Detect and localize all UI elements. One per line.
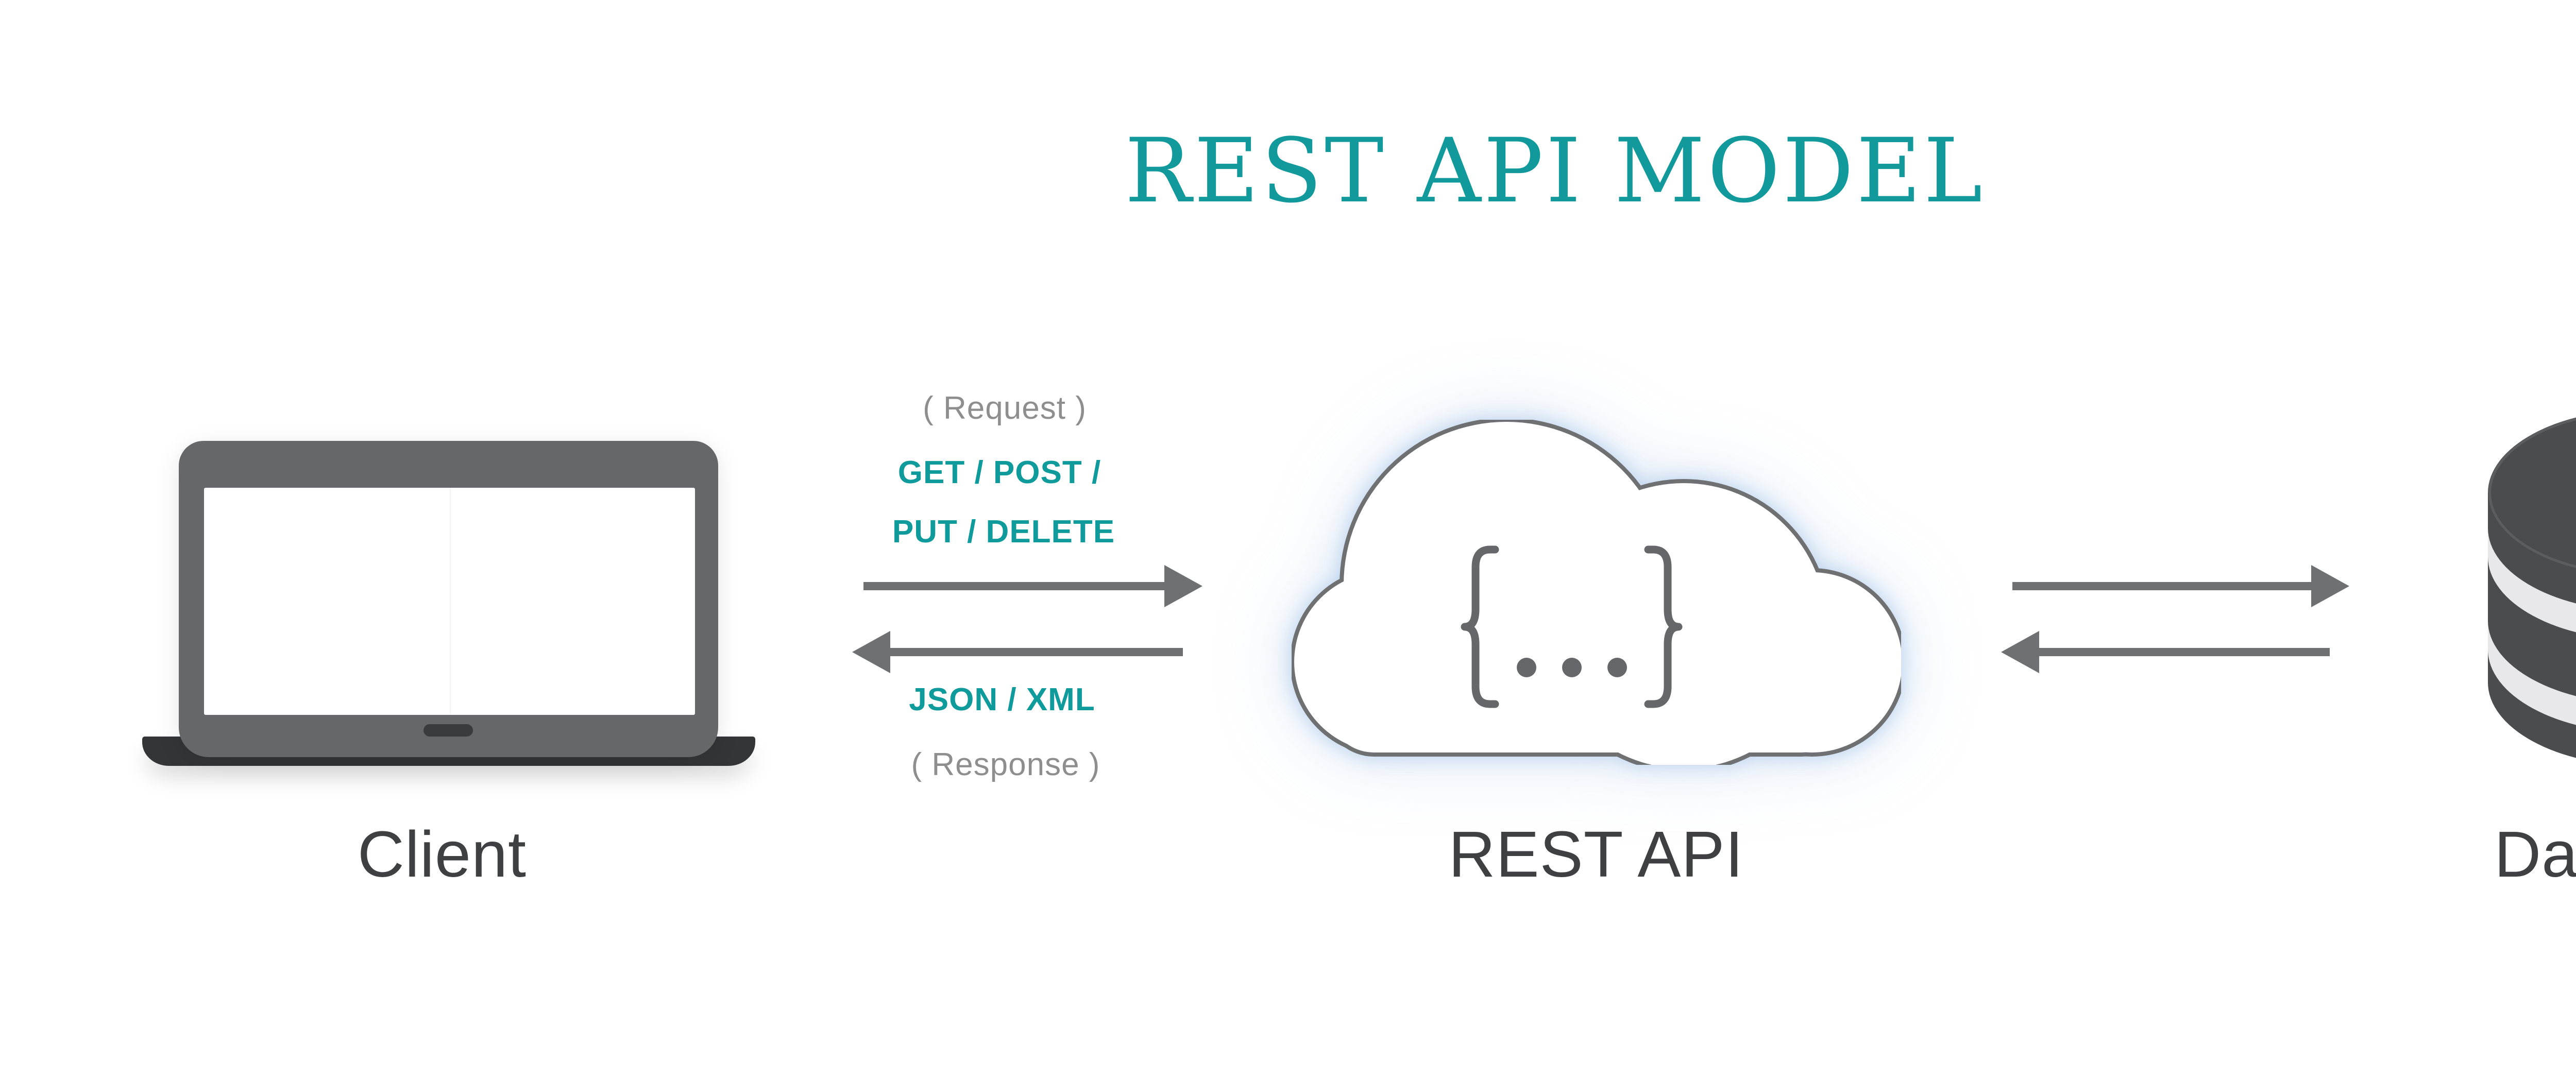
laptop-screen-seam [449, 488, 451, 715]
api-label: REST API [1448, 818, 1744, 891]
laptop-screen [204, 488, 695, 715]
request-methods-line2: PUT / DELETE [892, 514, 1115, 550]
laptop-lid [179, 441, 718, 757]
laptop-notch [423, 724, 473, 737]
cloud-body [1294, 422, 1901, 765]
db-to-api-arrowhead-icon [2001, 631, 2039, 673]
api-to-db-arrow-shaft [2012, 582, 2312, 590]
code-braces-icon [1461, 545, 1683, 708]
request-methods-line1: GET / POST / [897, 455, 1101, 490]
response-arrow-shaft [889, 648, 1183, 656]
db-to-api-arrow-shaft [2038, 648, 2330, 656]
response-annotation: ( Response ) [911, 747, 1100, 782]
api-to-db-arrowhead-icon [2311, 565, 2349, 607]
database-icon [2488, 417, 2576, 766]
database-label: Database [2494, 818, 2576, 891]
response-arrowhead-icon [852, 631, 890, 673]
response-formats: JSON / XML [909, 682, 1095, 717]
cloud-icon [1292, 420, 1901, 765]
request-arrowhead-icon [1164, 565, 1202, 607]
request-arrow-shaft [863, 582, 1165, 590]
page-title: REST API MODEL [1125, 119, 1985, 223]
database-bands [2488, 528, 2576, 766]
client-label: Client [357, 818, 527, 891]
database-top-disc [2488, 418, 2576, 568]
request-annotation: ( Request ) [923, 390, 1087, 426]
